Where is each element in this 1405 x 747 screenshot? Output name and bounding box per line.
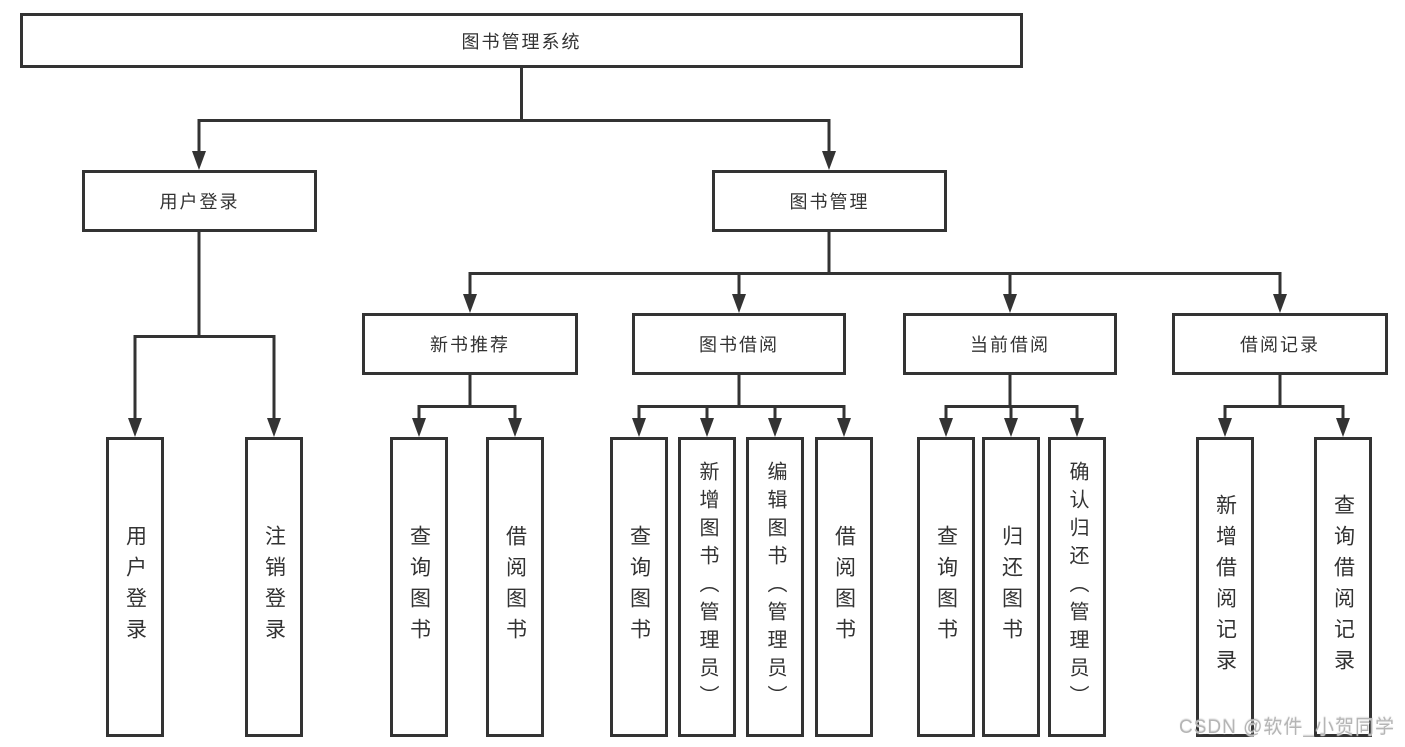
- leaf-label: 确认归还（管理员）: [1066, 461, 1088, 713]
- leaf-label: 注销登录: [262, 525, 286, 649]
- arrowheads: [128, 151, 1350, 437]
- leaf-edit-book-admin: 编辑图书（管理员）: [746, 437, 804, 737]
- leaf-label: 编辑图书（管理员）: [764, 461, 786, 713]
- node-user-login: 用户登录: [82, 170, 317, 232]
- node-book-borrow: 图书借阅: [632, 313, 846, 375]
- leaf-label: 归还图书: [999, 525, 1023, 649]
- node-root-system: 图书管理系统: [20, 13, 1023, 68]
- leaf-label: 查询图书: [627, 525, 651, 649]
- leaf-label: 查询借阅记录: [1331, 494, 1355, 680]
- leaf-user-login: 用户登录: [106, 437, 164, 737]
- node-new-book-recommend: 新书推荐: [362, 313, 578, 375]
- leaf-query-book-recommend: 查询图书: [390, 437, 448, 737]
- leaf-add-borrow-record: 新增借阅记录: [1196, 437, 1254, 737]
- leaf-label: 借阅图书: [503, 525, 527, 649]
- watermark: CSDN @软件_小贺同学: [1179, 717, 1395, 738]
- leaf-query-book-current: 查询图书: [917, 437, 975, 737]
- leaf-confirm-return-admin: 确认归还（管理员）: [1048, 437, 1106, 737]
- leaf-add-book-admin: 新增图书（管理员）: [678, 437, 736, 737]
- leaf-label: 查询图书: [407, 525, 431, 649]
- leaf-query-book-borrow: 查询图书: [610, 437, 668, 737]
- leaf-borrow-book: 借阅图书: [815, 437, 873, 737]
- leaf-logout-login: 注销登录: [245, 437, 303, 737]
- leaf-return-book: 归还图书: [982, 437, 1040, 737]
- node-borrow-records: 借阅记录: [1172, 313, 1388, 375]
- node-current-borrow: 当前借阅: [903, 313, 1117, 375]
- leaf-label: 新增借阅记录: [1213, 494, 1237, 680]
- leaf-label: 查询图书: [934, 525, 958, 649]
- leaf-label: 新增图书（管理员）: [696, 461, 718, 713]
- node-book-management: 图书管理: [712, 170, 947, 232]
- leaf-label: 用户登录: [123, 525, 147, 649]
- leaf-label: 借阅图书: [832, 525, 856, 649]
- leaf-query-borrow-record: 查询借阅记录: [1314, 437, 1372, 737]
- leaf-borrow-book-recommend: 借阅图书: [486, 437, 544, 737]
